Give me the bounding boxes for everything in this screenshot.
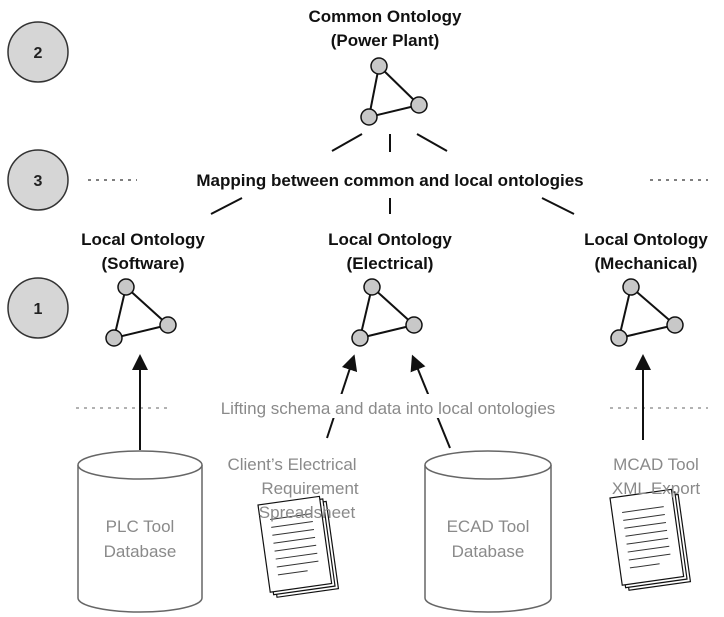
local-electrical-title: Local Ontology bbox=[328, 230, 452, 249]
mapping-to-local-lines bbox=[210, 197, 575, 215]
ecad-database-label-1: ECAD Tool bbox=[447, 517, 530, 536]
client-spreadsheet-document-icon bbox=[257, 495, 340, 598]
local-mechanical-subtitle: (Mechanical) bbox=[595, 254, 698, 273]
ecad-database-label-2: Database bbox=[452, 542, 525, 561]
step-2-number: 2 bbox=[34, 45, 43, 62]
local-software-subtitle: (Software) bbox=[101, 254, 184, 273]
step-1-badge: 1 bbox=[7, 277, 69, 339]
step-1-number: 1 bbox=[34, 301, 43, 318]
common-ontology-subtitle: (Power Plant) bbox=[331, 31, 440, 50]
common-ontology-graph bbox=[360, 57, 428, 126]
local-electrical-graph bbox=[351, 278, 423, 347]
client-spreadsheet-label-2: Requirement bbox=[261, 479, 359, 498]
local-mechanical-graph bbox=[610, 278, 684, 347]
local-software-graph bbox=[105, 278, 177, 347]
lifting-label: Lifting schema and data into local ontol… bbox=[221, 399, 556, 418]
client-spreadsheet-label-1: Client’s Electrical bbox=[227, 455, 356, 474]
local-mechanical-title: Local Ontology bbox=[584, 230, 708, 249]
common-to-mapping-lines bbox=[331, 133, 448, 152]
lifting-label-bg bbox=[175, 394, 600, 418]
plc-database-label-1: PLC Tool bbox=[106, 517, 175, 536]
mcad-export-label-1: MCAD Tool bbox=[613, 455, 699, 474]
plc-database-cylinder bbox=[77, 450, 203, 613]
mcad-xml-document-icon bbox=[609, 488, 692, 591]
local-software-title: Local Ontology bbox=[81, 230, 205, 249]
mcad-export-label-2: XML Export bbox=[612, 479, 700, 498]
step-2-badge: 2 bbox=[7, 21, 69, 83]
common-ontology-title: Common Ontology bbox=[309, 7, 463, 26]
step-3-number: 3 bbox=[34, 173, 43, 190]
step-3-badge: 3 bbox=[7, 149, 69, 211]
plc-database-label-2: Database bbox=[104, 542, 177, 561]
local-electrical-subtitle: (Electrical) bbox=[347, 254, 434, 273]
mapping-label: Mapping between common and local ontolog… bbox=[196, 171, 583, 190]
ecad-database-cylinder bbox=[424, 450, 552, 613]
client-spreadsheet-label-3: Spreadsheet bbox=[259, 503, 356, 522]
